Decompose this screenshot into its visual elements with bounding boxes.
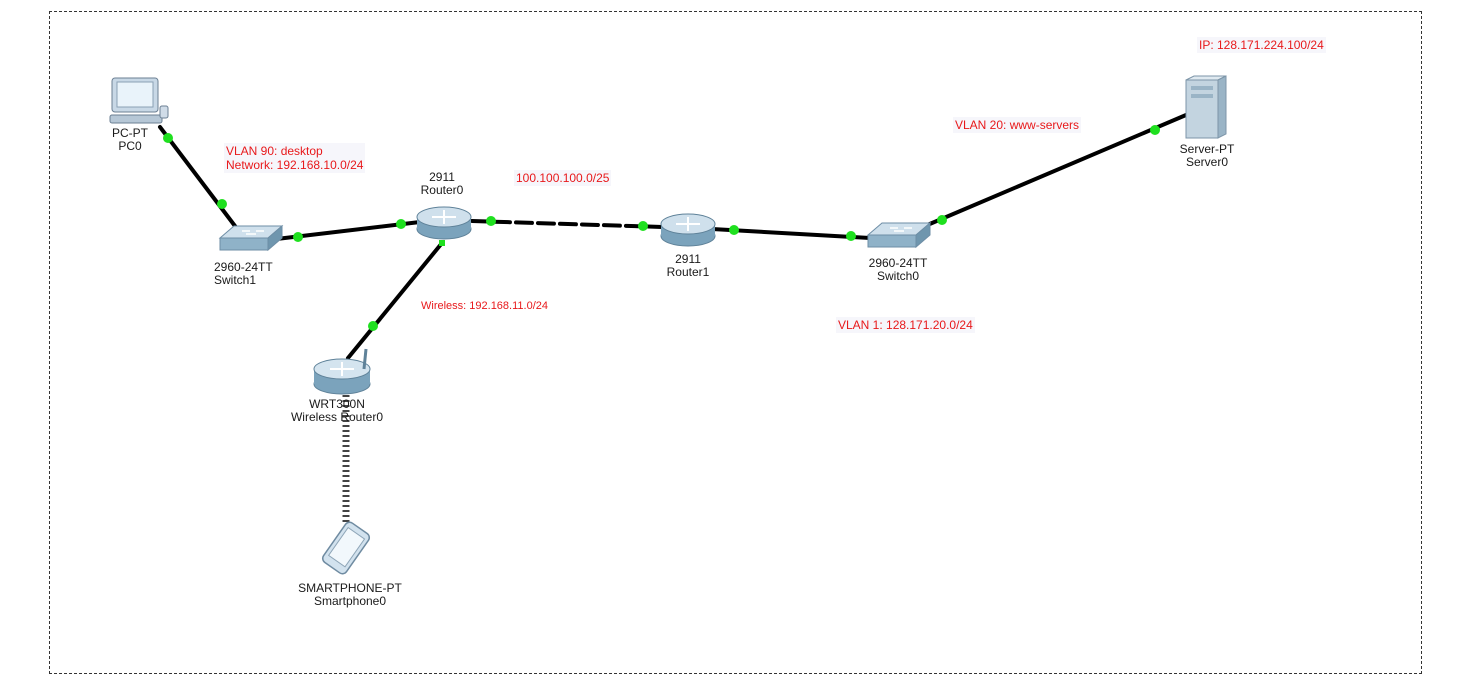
pc-icon[interactable] bbox=[109, 77, 169, 124]
router1-label: 2911 Router1 bbox=[658, 253, 718, 279]
device-model: 2960-24TT bbox=[868, 256, 928, 270]
port-light bbox=[846, 231, 856, 241]
link-router0-wrouter0[interactable] bbox=[346, 241, 444, 360]
note-vlan20[interactable]: VLAN 20: www-servers bbox=[953, 117, 1082, 133]
server0-label: Server-PT Server0 bbox=[1172, 143, 1242, 169]
port-light bbox=[729, 225, 739, 235]
port-light bbox=[217, 199, 227, 209]
wireless-router-icon[interactable] bbox=[313, 348, 371, 395]
port-light bbox=[293, 232, 303, 242]
smartphone0-label: SMARTPHONE-PT Smartphone0 bbox=[292, 582, 408, 608]
switch1-label: 2960-24TT Switch1 bbox=[214, 261, 278, 287]
port-light bbox=[937, 215, 947, 225]
link-pc0-switch1[interactable] bbox=[158, 125, 240, 232]
device-name: Wireless Router0 bbox=[290, 410, 384, 424]
note-line: Network: 192.168.10.0/24 bbox=[226, 158, 364, 172]
device-name: Router0 bbox=[420, 183, 464, 197]
pc0-label: PC-PT PC0 bbox=[108, 127, 152, 153]
device-model: SMARTPHONE-PT bbox=[298, 581, 402, 595]
note-vlan90[interactable]: VLAN 90: desktop Network: 192.168.10.0/2… bbox=[224, 143, 366, 173]
port-light bbox=[638, 221, 648, 231]
link-router0-router1-serial[interactable] bbox=[470, 219, 664, 229]
device-model: 2911 bbox=[429, 170, 455, 184]
port-light bbox=[368, 321, 378, 331]
device-name: Router1 bbox=[666, 265, 710, 279]
port-light bbox=[396, 219, 406, 229]
note-wireless-network[interactable]: Wireless: 192.168.11.0/24 bbox=[421, 300, 548, 312]
device-model: PC-PT bbox=[112, 126, 148, 140]
router0-label: 2911 Router0 bbox=[412, 171, 472, 197]
device-model: 2960-24TT bbox=[214, 260, 273, 274]
device-model: 2911 bbox=[675, 252, 701, 266]
device-name: Server0 bbox=[1185, 155, 1229, 169]
logical-workspace[interactable] bbox=[49, 11, 1422, 674]
device-name: Switch0 bbox=[876, 269, 920, 283]
link-lights bbox=[163, 125, 1160, 331]
port-light bbox=[163, 133, 173, 143]
smartphone-icon[interactable] bbox=[321, 520, 371, 575]
server-icon[interactable] bbox=[1185, 75, 1227, 139]
link-switch0-server0[interactable] bbox=[923, 113, 1188, 228]
port-light bbox=[486, 216, 496, 226]
device-model: Server-PT bbox=[1179, 142, 1235, 156]
note-vlan1[interactable]: VLAN 1: 128.171.20.0/24 bbox=[836, 317, 975, 333]
device-name: PC0 bbox=[118, 139, 142, 153]
switch-icon[interactable] bbox=[218, 224, 284, 252]
device-model: WRT300N bbox=[309, 397, 365, 411]
note-server-ip[interactable]: IP: 128.171.224.100/24 bbox=[1197, 37, 1326, 53]
switch0-label: 2960-24TT Switch0 bbox=[866, 257, 930, 283]
port-light bbox=[439, 240, 445, 246]
router-icon[interactable] bbox=[660, 213, 716, 247]
note-line: VLAN 90: desktop bbox=[226, 144, 323, 158]
router-icon[interactable] bbox=[416, 206, 472, 240]
port-light bbox=[1150, 125, 1160, 135]
wrouter0-label: WRT300N Wireless Router0 bbox=[282, 398, 392, 424]
device-name: Smartphone0 bbox=[313, 594, 387, 608]
device-name: Switch1 bbox=[214, 273, 257, 287]
switch-icon[interactable] bbox=[866, 221, 932, 249]
note-wan-network[interactable]: 100.100.100.0/25 bbox=[514, 170, 612, 186]
